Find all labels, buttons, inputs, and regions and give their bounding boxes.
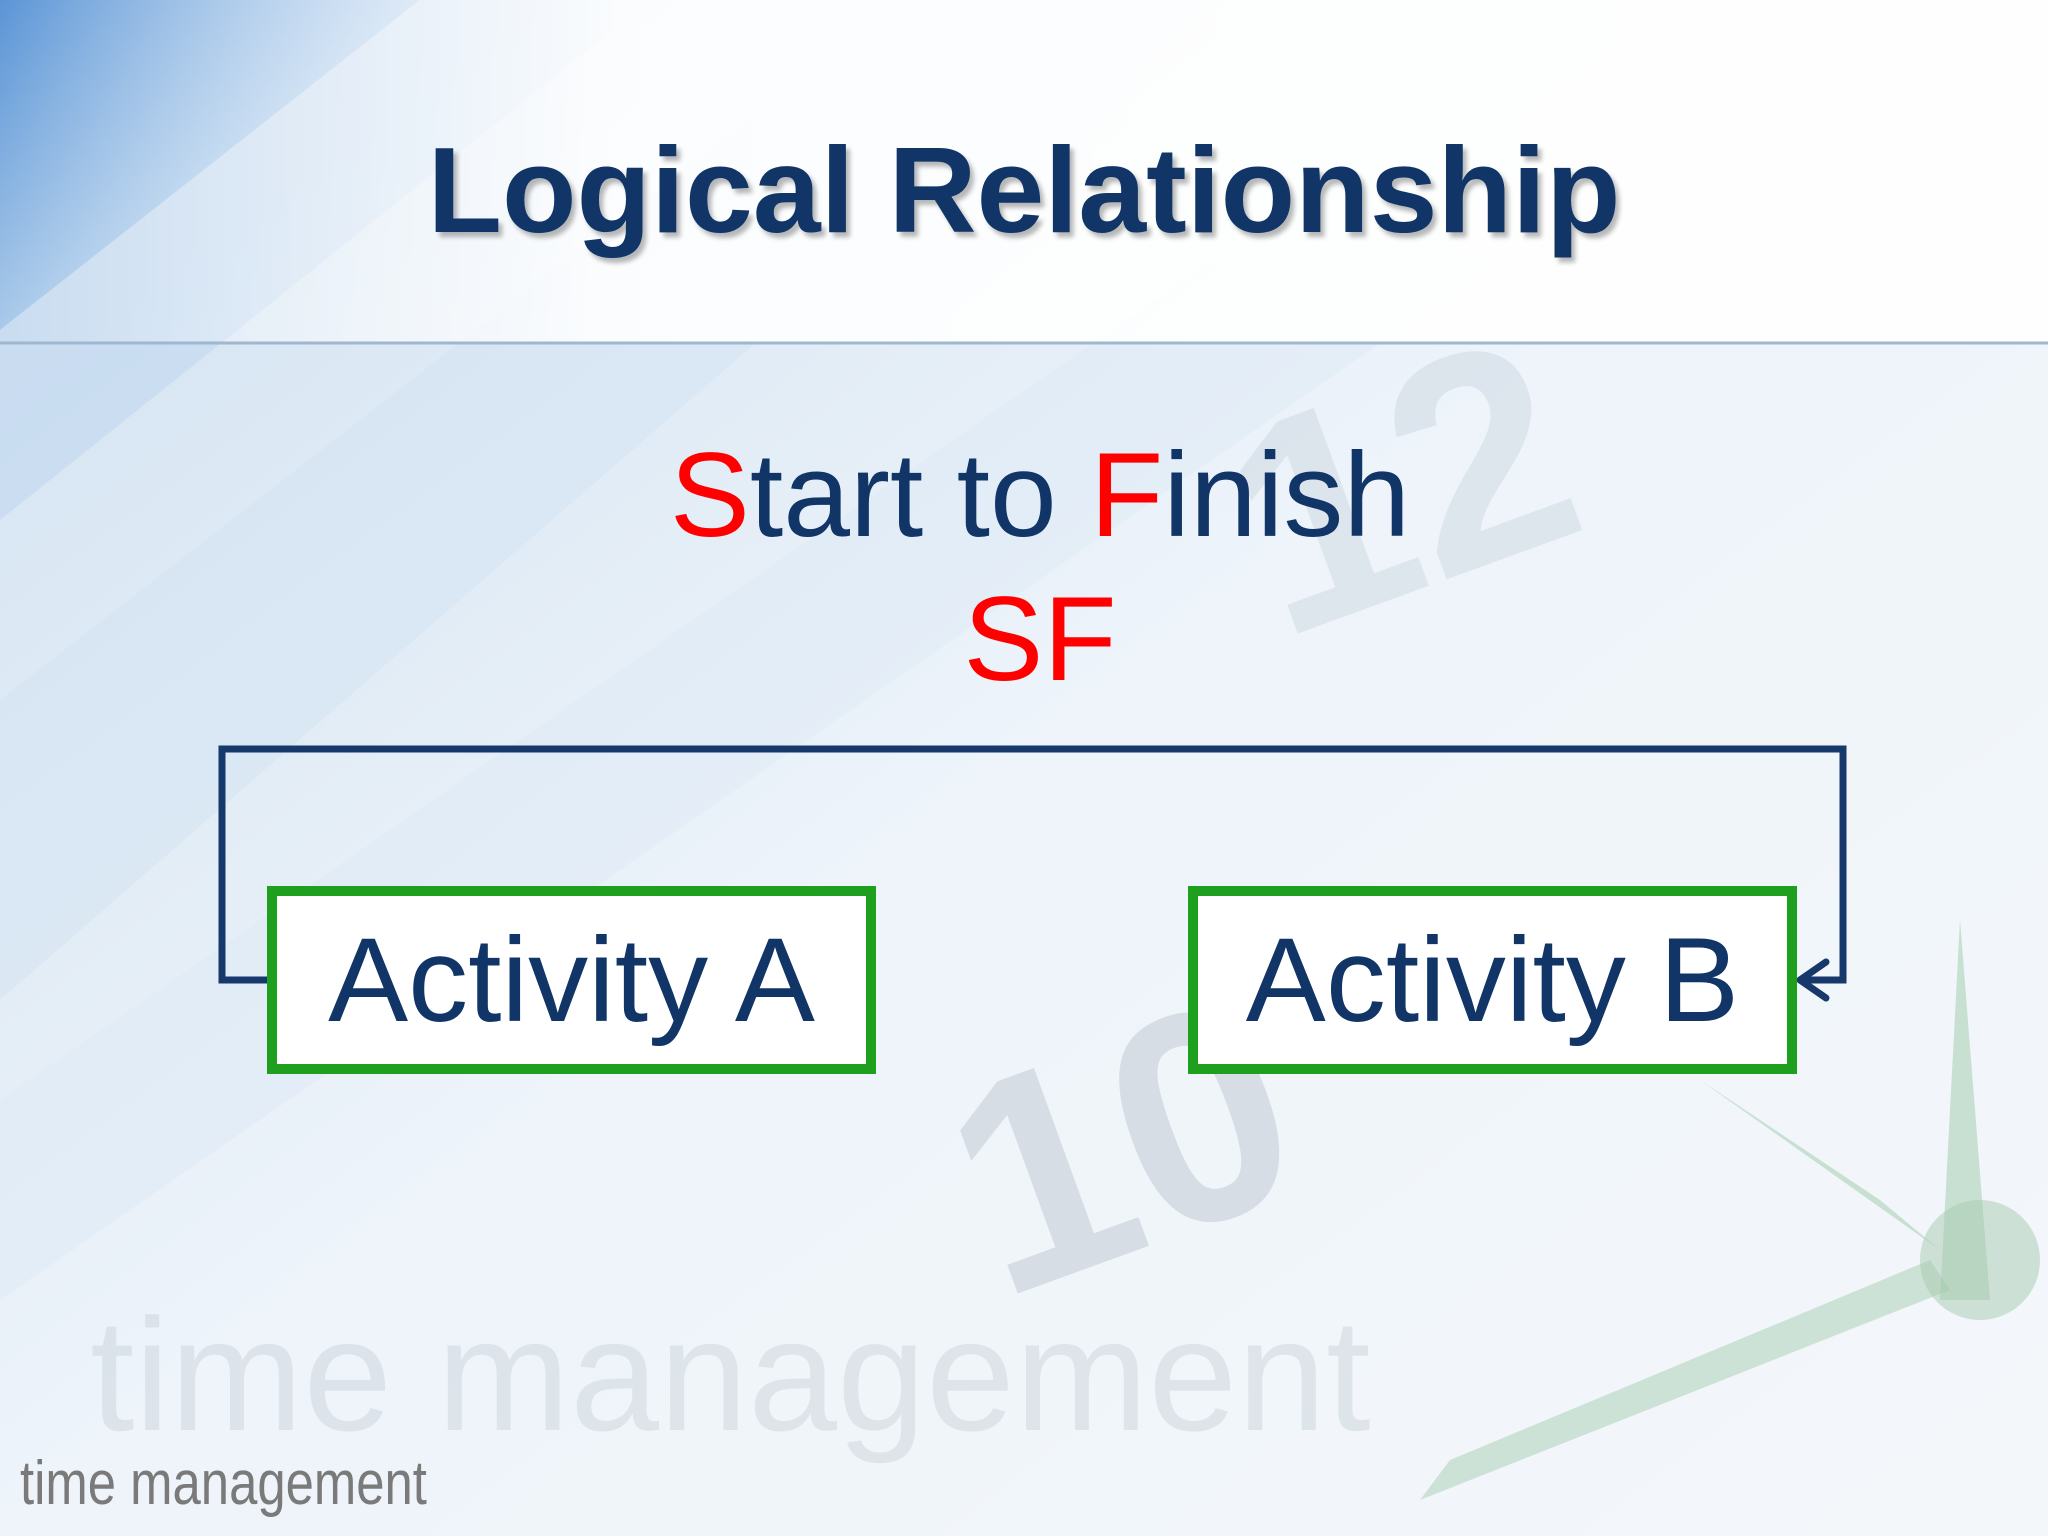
relationship-name: Start to Finish	[0, 430, 2048, 560]
activity-b-label: Activity B	[1245, 913, 1740, 1047]
connector-line	[218, 745, 1847, 984]
activity-a-label: Activity A	[328, 913, 815, 1047]
relationship-abbreviation: SF	[963, 572, 1117, 706]
start-initial: S	[669, 428, 750, 562]
arrowhead-icon	[1796, 958, 1830, 1002]
finish-text: inish	[1163, 428, 1411, 562]
footer-brand: time management	[20, 1449, 427, 1518]
page-title: Logical Relationship	[427, 122, 1621, 258]
start-text: tart to	[749, 428, 1091, 562]
activity-a-box: Activity A	[267, 886, 876, 1074]
finish-initial: F	[1090, 428, 1164, 562]
activity-b-box: Activity B	[1188, 886, 1797, 1074]
svg-text:time management: time management	[90, 1285, 1371, 1464]
